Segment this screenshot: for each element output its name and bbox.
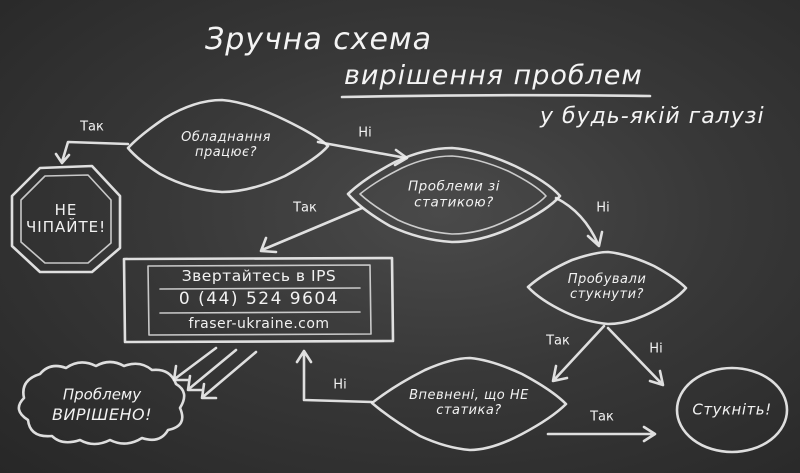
- edge-label-works-no: Ні: [358, 125, 372, 141]
- edge-label-knock-yes: Так: [546, 333, 570, 349]
- diamond-tried-knock: [526, 250, 688, 326]
- arrow-static-no: [554, 196, 604, 248]
- arrow-sure-no: [295, 349, 374, 404]
- arrow-works-yes: [54, 140, 130, 165]
- edge-label-sure-yes: Так: [590, 409, 614, 425]
- edge-label-static-yes: Так: [293, 200, 317, 216]
- arrow-works-no: [316, 140, 409, 167]
- arrow-knock-no: [606, 326, 665, 387]
- node-solved-line-2: ВИРІШЕНО!: [51, 404, 153, 424]
- title-underline: [340, 93, 652, 99]
- contact-phone: 0 (44) 524 9604: [178, 289, 340, 310]
- edge-label-knock-no: Ні: [649, 341, 663, 357]
- arrow-contact-solved: [172, 346, 258, 400]
- octagon-dont-touch: [10, 164, 122, 274]
- title-line-3: у будь-якій галузі: [540, 104, 765, 129]
- circle-knock: [675, 366, 789, 454]
- diamond-static: [346, 146, 562, 244]
- node-dont-touch-text: НЕ ЧІПАЙТЕ!: [26, 200, 107, 236]
- node-sure-not-static-text: Впевнені, що НЕ статика?: [409, 388, 529, 418]
- title-line-1: Зручна схема: [205, 22, 433, 57]
- node-static-text: Проблеми зі статикою?: [408, 178, 500, 210]
- diamond-works: [126, 98, 330, 194]
- contact-line-1: Звертайтесь в IPS: [181, 267, 337, 286]
- node-tried-knock-text: Пробували стукнути?: [567, 272, 647, 302]
- edge-label-works-yes: Так: [80, 119, 104, 135]
- arrow-static-yes: [259, 206, 364, 254]
- wavy-solved: [17, 360, 186, 446]
- diamond-sure-not-static: [370, 356, 568, 452]
- node-works-text: Обладнання працює?: [181, 130, 271, 160]
- node-knock-text: Стукніть!: [692, 400, 772, 419]
- edge-label-static-no: Ні: [596, 200, 610, 216]
- title-line-2: вирішення проблем: [344, 60, 643, 91]
- edge-label-sure-no: Ні: [333, 377, 347, 393]
- contact-site: fraser-ukraine.com: [188, 315, 330, 332]
- arrow-sure-yes: [546, 425, 657, 443]
- contact-box: [122, 256, 395, 344]
- node-solved-line-1: Проблему: [62, 385, 142, 404]
- arrow-knock-yes: [551, 324, 606, 383]
